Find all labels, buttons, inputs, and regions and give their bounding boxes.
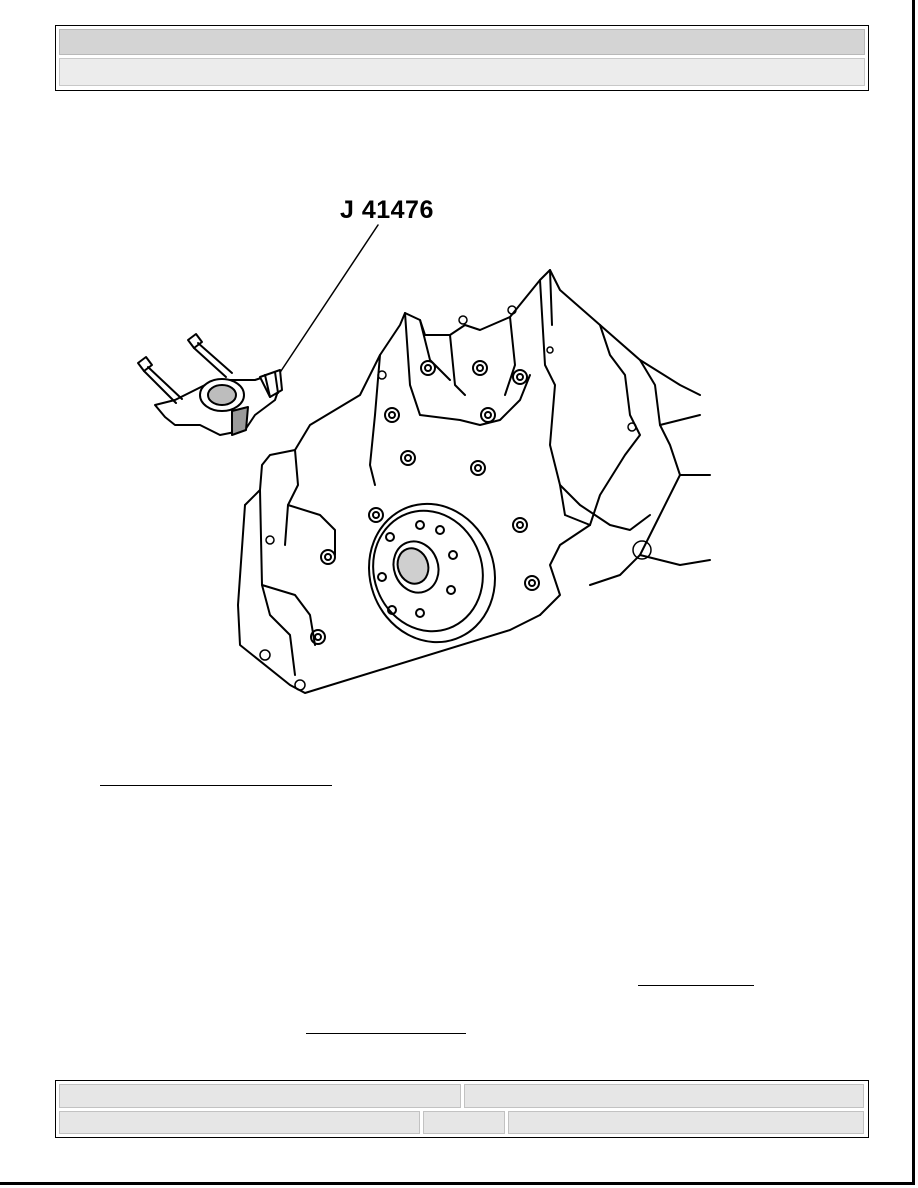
header-subtitle-bar <box>59 58 865 86</box>
page-header <box>55 25 869 91</box>
tool-bolts <box>137 333 233 404</box>
footer-cell-top-right <box>464 1084 864 1108</box>
text-underline-2 <box>638 985 754 986</box>
page-footer <box>55 1080 869 1138</box>
text-underline-3 <box>306 1033 466 1034</box>
crankshaft-seal-bore <box>368 502 496 644</box>
header-title-bar <box>59 29 865 55</box>
tool-callout-label: J 41476 <box>340 196 434 224</box>
footer-cell-top-left <box>59 1084 461 1108</box>
footer-cell-bottom-right <box>508 1111 864 1134</box>
front-cover-outline <box>237 269 711 694</box>
footer-cell-bottom-left <box>59 1111 420 1134</box>
callout-leader-line <box>274 224 379 381</box>
footer-cell-bottom-middle <box>423 1111 505 1134</box>
cover-bolts <box>310 360 540 645</box>
block-details <box>259 305 652 691</box>
seal-installer-tool <box>154 369 283 436</box>
text-underline-1 <box>100 785 332 786</box>
engine-front-cover-illustration <box>137 224 711 694</box>
